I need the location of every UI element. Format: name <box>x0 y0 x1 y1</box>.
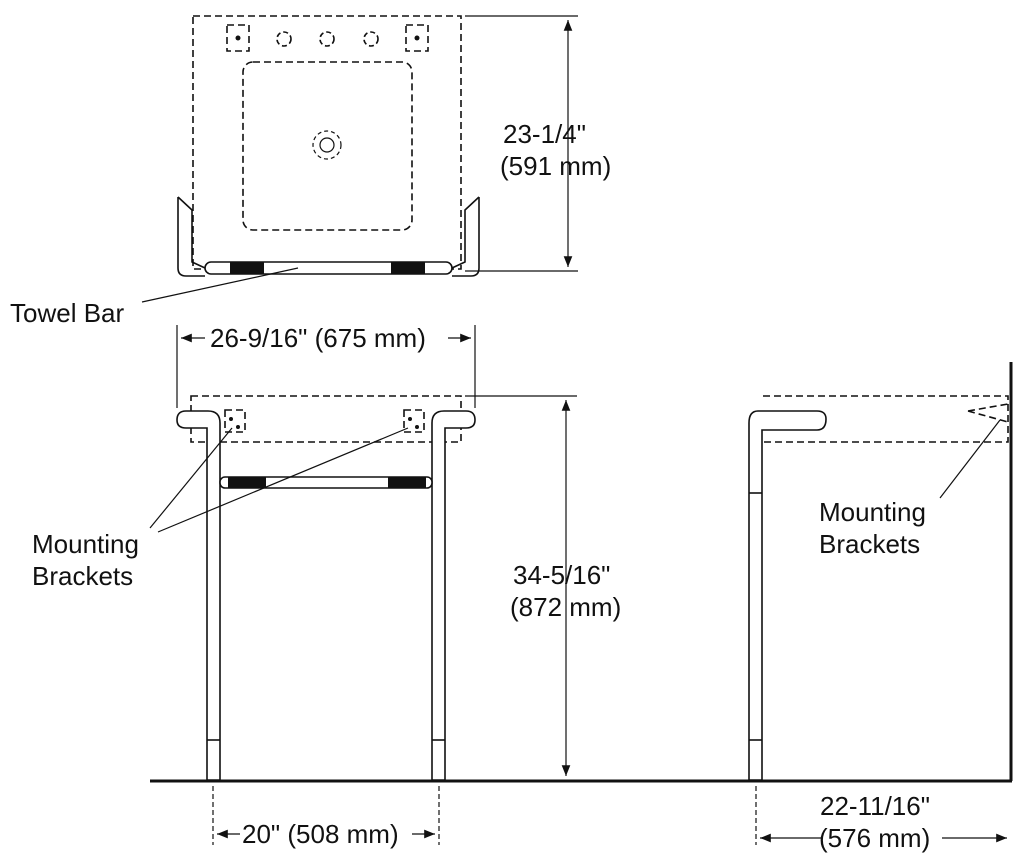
towel-bar-top <box>204 261 453 275</box>
overall-height-dimension: 34-5/16" (872 mm) <box>465 395 621 776</box>
width-dimension: 26-9/16" (675 mm) <box>176 323 476 408</box>
towel-bar-front <box>219 476 433 489</box>
top-height-dimension: 23-1/4" (591 mm) <box>465 15 611 272</box>
faucet-holes <box>276 31 379 47</box>
width-overall-label: 26-9/16" (675 mm) <box>210 323 426 353</box>
side-bracket <box>967 403 1009 423</box>
front-right-leg <box>431 410 476 781</box>
basin-top-outline <box>192 15 462 270</box>
bracket-icon-top-left <box>226 24 250 52</box>
height-imperial-label: 34-5/16" <box>513 560 610 590</box>
top-height-metric-label: (591 mm) <box>500 151 611 181</box>
frame-right-top <box>451 196 480 277</box>
mounting-front-label-line2: Brackets <box>32 561 133 591</box>
bowl-outline <box>242 61 413 231</box>
front-left-leg <box>176 410 221 781</box>
depth-metric-label: (576 mm) <box>819 823 930 853</box>
mounting-front-label-line1: Mounting <box>32 529 139 559</box>
drain-icon <box>312 130 342 160</box>
depth-imperial-label: 22-11/16" <box>820 791 930 821</box>
mounting-brackets-side-callout: Mounting Brackets <box>819 419 1001 559</box>
bracket-icon-front-right <box>403 409 425 433</box>
depth-dimension: 22-11/16" (576 mm) <box>755 786 1007 853</box>
top-height-imperial-label: 23-1/4" <box>503 119 586 149</box>
mounting-side-label-line1: Mounting <box>819 497 926 527</box>
top-view <box>177 15 480 277</box>
side-view <box>748 362 1013 781</box>
mounting-brackets-front-callout: Mounting Brackets <box>32 427 409 591</box>
height-metric-label: (872 mm) <box>510 592 621 622</box>
towel-bar-label: Towel Bar <box>10 298 124 328</box>
towel-bar-callout: Towel Bar <box>10 267 299 328</box>
side-leg <box>748 410 827 781</box>
bracket-icon-front-left <box>224 409 246 433</box>
frame-left-top <box>177 196 206 277</box>
leg-spacing-dimension: 20" (508 mm) <box>212 786 440 849</box>
leg-spacing-label: 20" (508 mm) <box>242 819 399 849</box>
front-view <box>176 395 476 781</box>
mounting-side-label-line2: Brackets <box>819 529 920 559</box>
bracket-icon-top-right <box>405 24 429 52</box>
